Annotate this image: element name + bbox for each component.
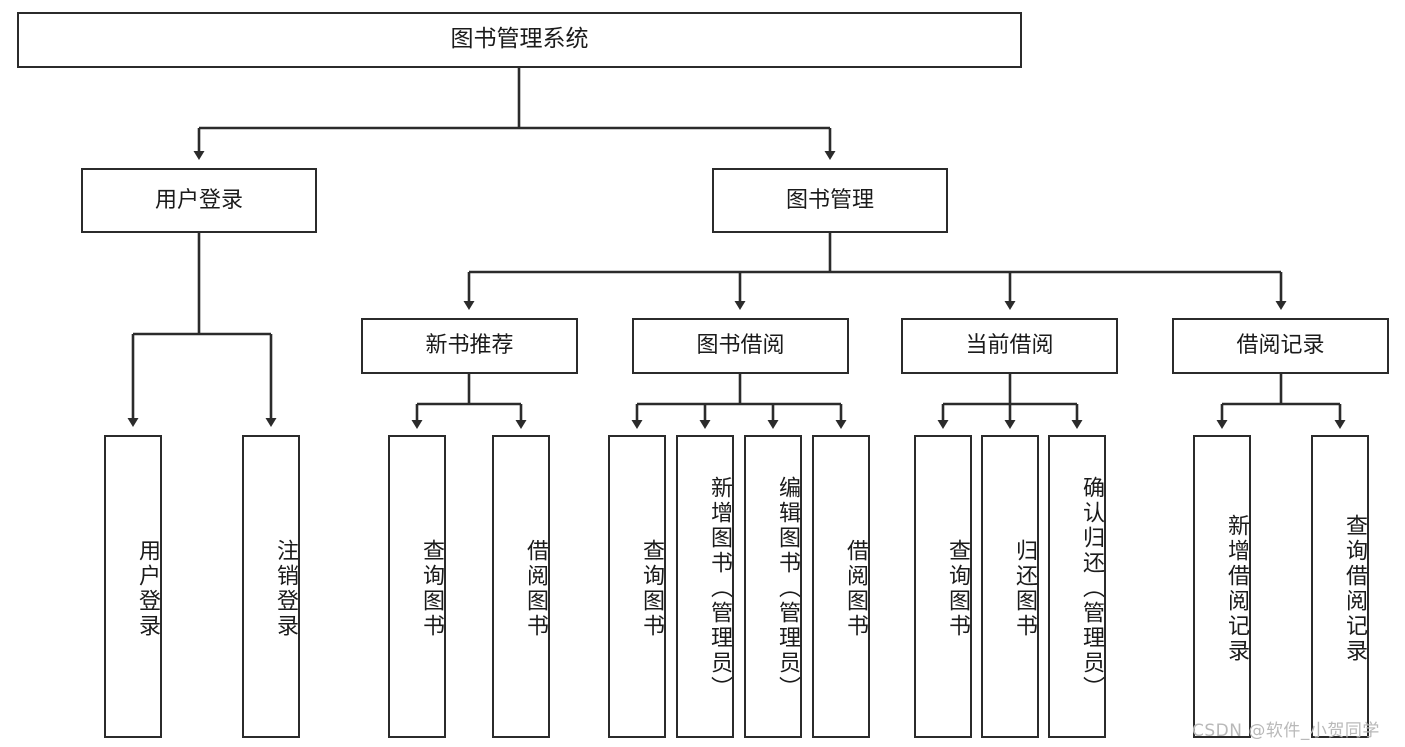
leaf-borrow-book-2[interactable]: 借阅图书	[812, 435, 870, 738]
leaf-query-record-label: 查询借阅记录	[1342, 513, 1367, 664]
node-new-book-rec-label: 新书推荐	[425, 333, 514, 359]
leaf-logout[interactable]: 注销登录	[242, 435, 300, 738]
leaf-add-book[interactable]: 新增图书（管理员）	[676, 435, 734, 738]
leaf-edit-book[interactable]: 编辑图书（管理员）	[744, 435, 802, 738]
leaf-edit-book-label: 编辑图书（管理员）	[775, 476, 800, 701]
leaf-borrow-book-2-label: 借阅图书	[843, 538, 868, 639]
leaf-query-book-2[interactable]: 查询图书	[608, 435, 666, 738]
leaf-logout-label: 注销登录	[273, 538, 298, 639]
leaf-query-book-3[interactable]: 查询图书	[914, 435, 972, 738]
leaf-add-record[interactable]: 新增借阅记录	[1193, 435, 1251, 738]
node-book-borrow[interactable]: 图书借阅	[632, 318, 849, 374]
leaf-query-book-2-label: 查询图书	[639, 538, 664, 639]
leaf-user-login-label: 用户登录	[135, 538, 160, 639]
node-borrow-record[interactable]: 借阅记录	[1172, 318, 1389, 374]
leaf-confirm-return[interactable]: 确认归还（管理员）	[1048, 435, 1106, 738]
leaf-add-record-label: 新增借阅记录	[1224, 513, 1249, 664]
leaf-borrow-book-1-label: 借阅图书	[523, 538, 548, 639]
leaf-borrow-book-1[interactable]: 借阅图书	[492, 435, 550, 738]
node-current-borrow[interactable]: 当前借阅	[901, 318, 1118, 374]
node-new-book-rec[interactable]: 新书推荐	[361, 318, 578, 374]
node-book-manage-label: 图书管理	[785, 187, 874, 213]
node-root[interactable]: 图书管理系统	[17, 12, 1022, 68]
node-user-login[interactable]: 用户登录	[81, 168, 317, 233]
leaf-query-record[interactable]: 查询借阅记录	[1311, 435, 1369, 738]
node-root-label: 图书管理系统	[450, 26, 589, 53]
node-book-manage[interactable]: 图书管理	[712, 168, 948, 233]
leaf-query-book-1-label: 查询图书	[419, 538, 444, 639]
node-borrow-record-label: 借阅记录	[1236, 333, 1325, 359]
node-current-borrow-label: 当前借阅	[965, 333, 1054, 359]
node-user-login-label: 用户登录	[154, 187, 243, 213]
leaf-query-book-3-label: 查询图书	[945, 538, 970, 639]
leaf-query-book-1[interactable]: 查询图书	[388, 435, 446, 738]
watermark: CSDN @软件_小贺同学	[1192, 721, 1380, 741]
leaf-user-login[interactable]: 用户登录	[104, 435, 162, 738]
node-book-borrow-label: 图书借阅	[696, 333, 785, 359]
leaf-confirm-return-label: 确认归还（管理员）	[1079, 476, 1104, 701]
leaf-add-book-label: 新增图书（管理员）	[707, 476, 732, 701]
leaf-return-book[interactable]: 归还图书	[981, 435, 1039, 738]
leaf-return-book-label: 归还图书	[1012, 538, 1037, 639]
